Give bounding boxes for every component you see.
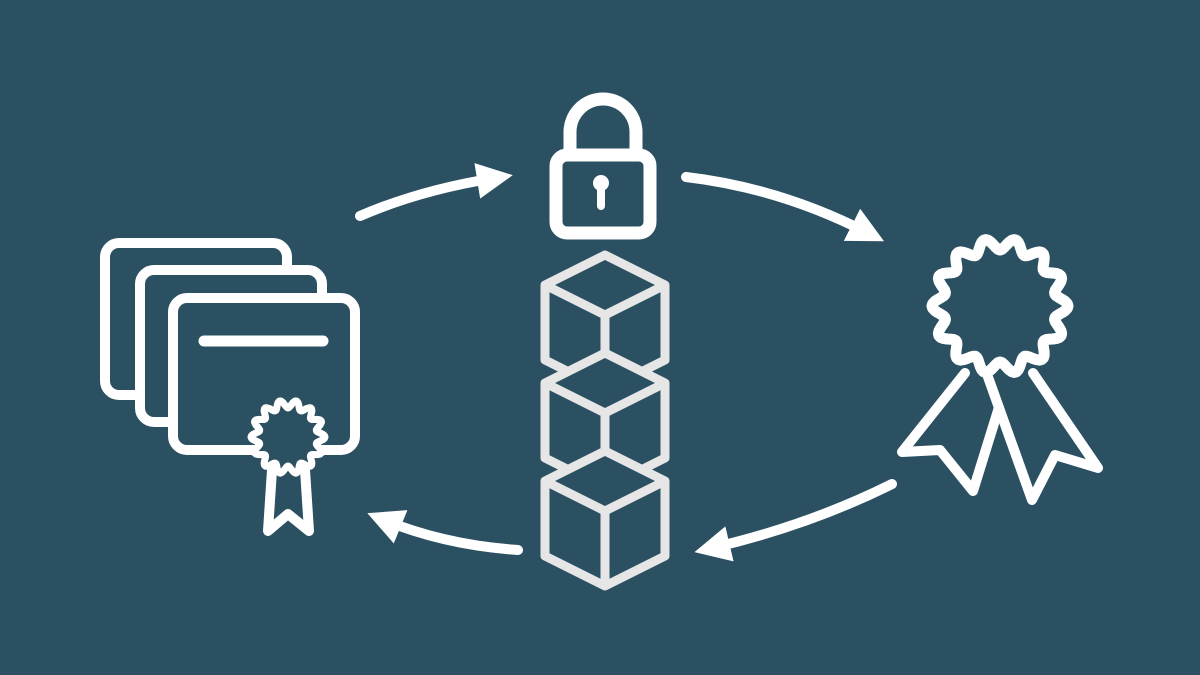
award-ribbon-left bbox=[897, 368, 1010, 496]
certificate-seal-ribbon bbox=[263, 465, 314, 536]
award-ribbon-right bbox=[983, 368, 1103, 505]
blockchain-blocks-icon bbox=[540, 250, 670, 591]
arrow-award-to-blockchain bbox=[694, 479, 897, 562]
block-edges bbox=[542, 476, 668, 586]
arrow-blockchain-to-certificates bbox=[367, 510, 523, 555]
certificate-seal-icon bbox=[247, 397, 329, 477]
padlock-body bbox=[549, 148, 657, 240]
padlock-icon bbox=[549, 92, 657, 240]
padlock-shackle bbox=[563, 92, 643, 162]
blockchain-block-3 bbox=[540, 446, 670, 591]
arrow-certificates-to-lock bbox=[355, 163, 513, 221]
arrow-lock-to-award bbox=[681, 172, 885, 242]
flow-arrows bbox=[355, 163, 897, 562]
certificate-stack-icon bbox=[100, 238, 360, 536]
award-rosette bbox=[926, 234, 1074, 378]
award-rosette-icon bbox=[897, 234, 1103, 505]
